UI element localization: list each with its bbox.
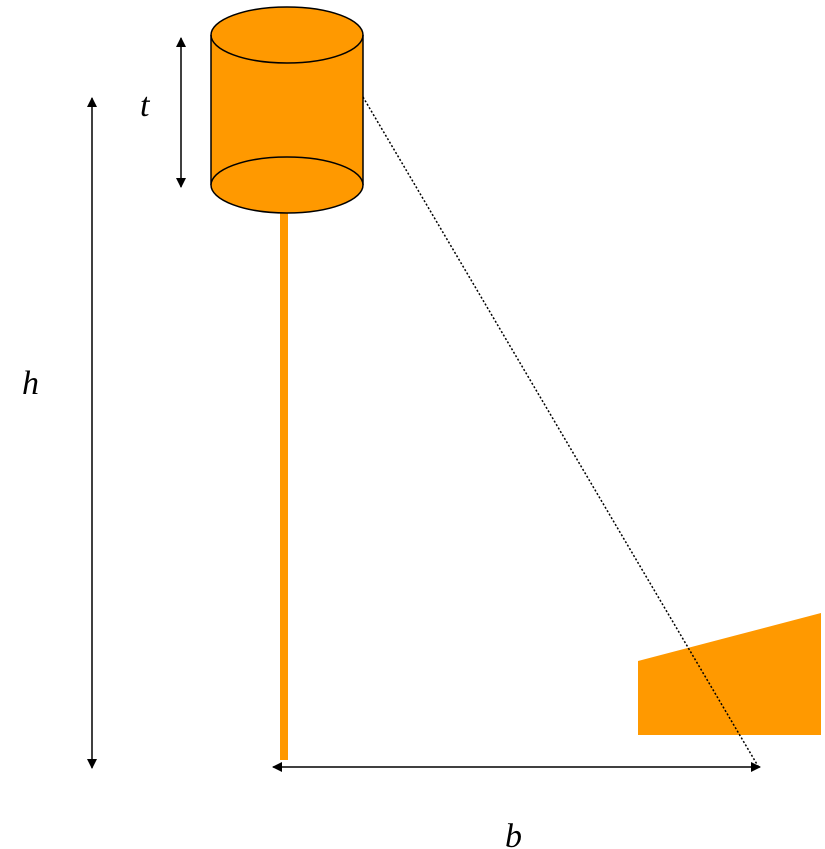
cylinder: [210, 6, 364, 214]
thickness-label: t: [140, 87, 151, 124]
cylinder-bottom: [210, 156, 364, 214]
height-label: h: [22, 365, 39, 402]
dotted-sight-line: [362, 96, 759, 767]
pole: [280, 212, 288, 760]
base-label: b: [505, 818, 522, 849]
ramp-shape: [638, 613, 821, 735]
cylinder-top: [210, 6, 364, 64]
